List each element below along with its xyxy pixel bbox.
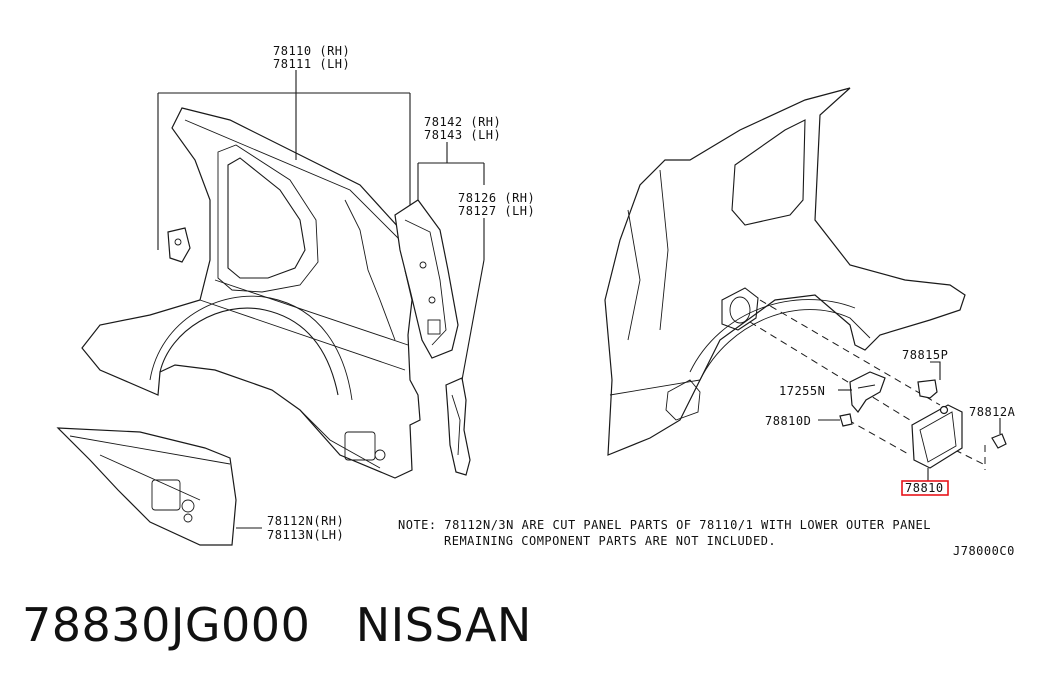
label-78143: 78143 (LH) [424,128,501,142]
label-78812a: 78812A [969,405,1016,419]
label-78112n: 78112N(RH) [267,514,344,528]
leader-78110 [157,70,411,250]
label-78113n: 78113N(LH) [267,528,344,542]
cut-panel-drawing [56,427,237,546]
footer-part-number: 78830JG000 [22,598,311,652]
pillar-reinforcement-drawing [394,199,459,359]
label-78810: 78810 [905,481,944,495]
label-78111: 78111 (LH) [273,57,350,71]
note-line-2: REMAINING COMPONENT PARTS ARE NOT INCLUD… [444,534,776,548]
rear-fender-panel-drawing [81,107,421,479]
footer-brand: NISSAN [355,598,532,652]
label-78810d: 78810D [765,414,811,428]
exploded-view-lines [749,299,986,470]
fuel-base-drawing [849,371,886,413]
leader-78142 [417,142,485,200]
footer-caption: 78830JG000 NISSAN [22,598,532,652]
leader-78815p [930,361,941,380]
label-78110: 78110 (RH) [273,44,350,58]
note-line-1: NOTE: 78112N/3N ARE CUT PANEL PARTS OF 7… [398,518,931,532]
inner-reinforcement-drawing [445,377,471,476]
diagram-code: J78000C0 [953,544,1015,558]
leader-78126 [461,218,485,381]
label-78815p: 78815P [902,348,948,362]
body-side-panel-drawing [604,87,966,456]
fuel-lid-drawing [911,404,963,469]
screw-drawing [839,413,853,427]
label-78142: 78142 (RH) [424,115,501,129]
highlight-box-78810 [901,480,949,496]
label-17255n: 17255N [779,384,825,398]
bolt-drawing [991,433,1007,449]
clip-drawing [917,379,938,399]
label-78126: 78126 (RH) [458,191,535,205]
label-78127: 78127 (LH) [458,204,535,218]
